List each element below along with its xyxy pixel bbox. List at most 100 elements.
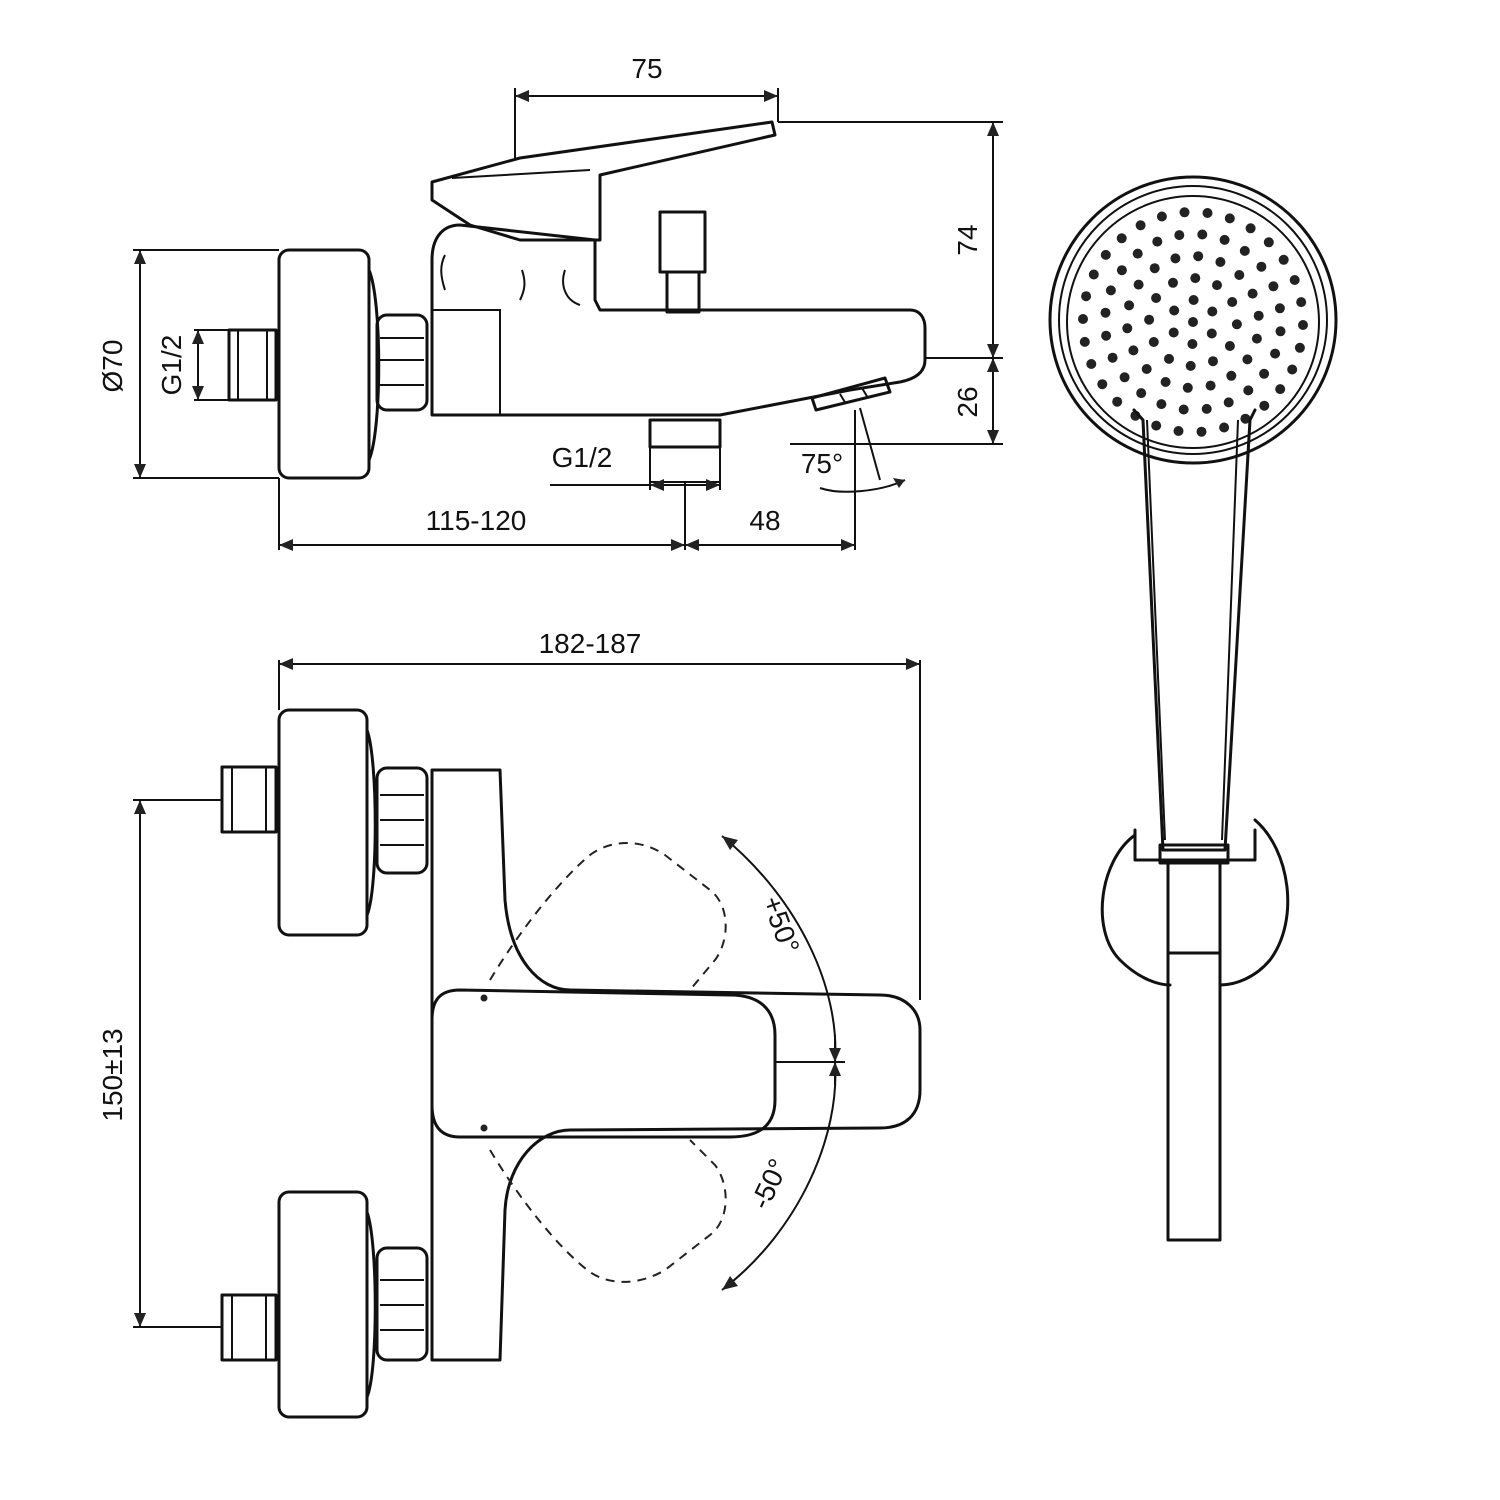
spray-hole [1144,314,1155,325]
side-dimension-lines [133,88,1003,550]
bath-mixer-front-view-icon [220,708,922,1419]
spray-hole [1270,348,1281,359]
spray-hole [1169,305,1180,316]
spray-hole [1268,281,1279,292]
spray-hole [1287,364,1298,375]
spray-hole [1190,273,1201,284]
spray-hole [1289,275,1300,285]
spray-hole [1296,297,1307,308]
spray-hole [1124,300,1135,311]
spray-hole [1179,207,1190,218]
spray-hole [1215,257,1226,267]
spray-hole [1227,297,1238,307]
spray-hole [1188,317,1198,327]
spray-hole [1219,422,1230,433]
spray-hole [1079,336,1090,347]
spray-hole [1135,220,1146,231]
spray-hole [1243,385,1254,396]
spray-hole [1196,426,1207,437]
shower-spray-holes [1078,207,1308,437]
spray-hole [1151,293,1162,303]
dim-inlet-spacing: 150±13 [97,1028,128,1121]
spray-hole [1226,370,1237,381]
dim-overall-width: 182-187 [539,628,642,659]
spray-hole [1231,319,1242,330]
spray-hole [1151,420,1162,431]
spray-hole [1224,213,1235,224]
plan-arrowheads [134,658,920,1327]
spray-hole [1259,368,1270,379]
dim-lever-angle-up: +50° [756,892,805,958]
spray-hole [1202,208,1213,218]
spray-hole [1245,223,1256,234]
spray-hole [1156,399,1167,410]
spray-hole [1208,356,1218,367]
spray-hole [1133,279,1144,290]
spray-hole [1088,269,1099,280]
side-arrowheads [134,90,999,551]
spray-hole [1278,254,1289,265]
dim-lever-angle-down: -50° [744,1154,794,1214]
spray-hole [1197,229,1208,240]
spray-hole [1259,400,1270,411]
spray-hole [1182,382,1193,393]
spray-hole [1078,314,1088,324]
spray-hole [1275,384,1286,395]
spray-hole [1149,263,1160,274]
spray-hole [1174,230,1185,241]
spray-hole [1112,396,1123,407]
spray-hole [1105,285,1116,296]
spray-hole [1164,353,1174,364]
spray-hole [1122,323,1133,334]
spray-hole [1239,245,1250,256]
spray-hole [1206,328,1217,339]
dim-lever-length: 75 [631,53,662,84]
spray-hole [1247,288,1258,299]
spray-hole [1234,270,1245,280]
spray-hole [1168,327,1179,338]
spray-hole [1136,388,1147,399]
hand-shower-icon [1048,175,1338,1242]
spray-hole [1224,341,1235,351]
spray-hole [1201,403,1212,414]
dim-height-top: 74 [952,224,983,255]
dim-outlet-thread: G1/2 [552,442,613,473]
spray-hole [1101,330,1112,341]
dim-outlet-to-diverter: 48 [749,505,780,536]
dim-height-spout: 26 [952,386,983,417]
spray-hole [1274,303,1285,314]
spray-hole [1173,426,1184,436]
spray-hole [1156,211,1167,222]
spray-hole [1152,236,1163,247]
spray-hole [1223,397,1234,408]
spray-hole [1081,291,1092,302]
spray-hole [1212,280,1222,291]
dim-wall-to-outlet: 115-120 [426,505,527,536]
spray-hole [1100,307,1111,318]
spray-hole [1294,342,1305,353]
spray-hole [1100,249,1111,260]
spray-hole [1263,237,1274,248]
spray-hole [1205,380,1216,391]
spray-hole [1116,233,1127,244]
spray-hole [1141,364,1152,374]
spray-hole [1116,265,1127,276]
bath-mixer-side-view-icon [227,120,927,483]
spray-hole [1170,253,1181,264]
spray-hole [1178,404,1189,415]
spray-hole [1132,248,1143,259]
spray-hole [1207,306,1218,317]
spray-hole [1119,372,1130,383]
dim-flange-diameter: Ø70 [97,340,128,393]
spray-hole [1185,360,1196,371]
spray-hole [1242,354,1253,365]
spray-hole [1219,234,1230,245]
spray-hole [1160,377,1171,387]
spray-hole [1097,379,1108,390]
spray-hole [1128,345,1139,356]
spray-hole [1107,352,1118,363]
spray-hole [1253,310,1264,321]
spray-hole [1187,339,1198,349]
spray-hole [1275,326,1286,337]
